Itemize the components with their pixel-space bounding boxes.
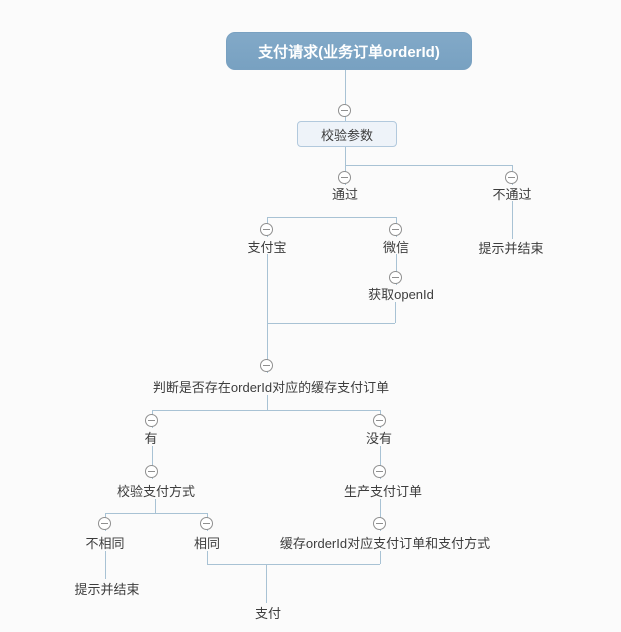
collapse-icon[interactable] — [145, 414, 158, 427]
collapse-icon[interactable] — [98, 517, 111, 530]
node-check-params[interactable]: 校验参数 — [297, 121, 397, 147]
node-get-openid[interactable]: 获取openId — [368, 287, 434, 302]
node-method-same[interactable]: 相同 — [193, 536, 221, 551]
collapse-icon[interactable] — [338, 171, 351, 184]
connector-line — [345, 147, 346, 185]
connector-line — [512, 201, 513, 239]
collapse-icon[interactable] — [373, 517, 386, 530]
node-create-pay-order[interactable]: 生产支付订单 — [343, 484, 423, 499]
connector-line — [267, 254, 268, 323]
collapse-icon[interactable] — [373, 465, 386, 478]
connector-line — [267, 323, 395, 324]
connector-line — [380, 446, 381, 479]
node-cache-missing[interactable]: 没有 — [365, 431, 393, 446]
node-pass[interactable]: 通过 — [331, 187, 359, 202]
connector-line — [396, 254, 397, 285]
connector-line — [152, 410, 380, 411]
connector-line — [207, 551, 208, 564]
connector-line — [207, 564, 380, 565]
collapse-icon[interactable] — [505, 171, 518, 184]
node-cache-exists[interactable]: 有 — [144, 431, 158, 446]
node-check-params-label: 校验参数 — [320, 127, 373, 143]
connector-line — [380, 551, 381, 564]
collapse-icon[interactable] — [260, 223, 273, 236]
node-pay[interactable]: 支付 — [254, 606, 282, 621]
node-cache-save[interactable]: 缓存orderId对应支付订单和支付方式 — [279, 536, 491, 551]
connector-line — [266, 564, 267, 603]
node-method-different[interactable]: 不相同 — [85, 536, 125, 551]
connector-line — [345, 165, 512, 166]
connector-line — [105, 513, 207, 514]
collapse-icon[interactable] — [389, 271, 402, 284]
node-verify-pay-method[interactable]: 校验支付方式 — [116, 484, 196, 499]
collapse-icon[interactable] — [338, 104, 351, 117]
node-alipay[interactable]: 支付宝 — [247, 240, 287, 255]
connector-line — [155, 499, 156, 513]
connector-line — [395, 302, 396, 323]
node-fail[interactable]: 不通过 — [492, 187, 532, 202]
collapse-icon[interactable] — [389, 223, 402, 236]
node-root[interactable]: 支付请求(业务订单orderId) — [226, 32, 472, 70]
collapse-icon[interactable] — [373, 414, 386, 427]
collapse-icon[interactable] — [200, 517, 213, 530]
collapse-icon[interactable] — [260, 359, 273, 372]
connector-line — [267, 323, 268, 373]
node-cache-check[interactable]: 判断是否存在orderId对应的缓存支付订单 — [152, 380, 390, 395]
connector-line — [267, 395, 268, 410]
node-fail-result[interactable]: 提示并结束 — [478, 241, 544, 256]
connector-line — [267, 217, 396, 218]
collapse-icon[interactable] — [145, 465, 158, 478]
connector-line — [345, 70, 346, 121]
connector-line — [152, 446, 153, 479]
connector-line — [380, 499, 381, 531]
connector-line — [105, 551, 106, 579]
node-root-label: 支付请求(业务订单orderId) — [258, 43, 440, 61]
node-different-result[interactable]: 提示并结束 — [74, 582, 140, 597]
node-wechat[interactable]: 微信 — [382, 240, 410, 255]
